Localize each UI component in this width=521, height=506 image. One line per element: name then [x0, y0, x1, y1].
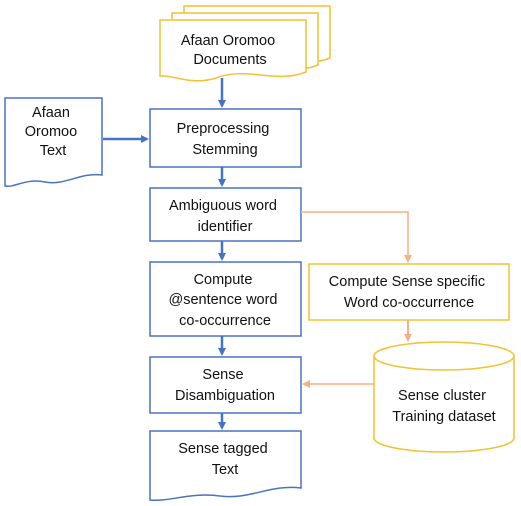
compute-sense-label-line-2: Word co-occurrence [344, 295, 474, 311]
input-text-node: Afaan Oromoo Text [4, 97, 103, 187]
compute-sentence-label: Compute @sentence word co-occurrence [168, 272, 281, 329]
training-dataset-label-line-2: Training dataset [392, 409, 495, 425]
documents-label: Afaan Oromoo Documents [181, 33, 279, 68]
compute-sense-label: Compute Sense specific Word co-occurrenc… [329, 274, 489, 311]
tagged-text-label: Sense tagged Text [178, 441, 272, 478]
ambiguous-node: Ambiguous word identifier [149, 187, 302, 242]
disambiguation-node: Sense Disambiguation [149, 356, 302, 414]
input-text-label-line-1: Afaan [32, 105, 70, 121]
training-dataset-node: Sense cluster Training dataset [373, 341, 515, 453]
ambiguous-label-line-2: identifier [198, 219, 253, 235]
preprocessing-label-line-2: Stemming [192, 142, 257, 158]
ambiguous-label: Ambiguous word identifier [169, 198, 281, 235]
preprocessing-node: Preprocessing Stemming [149, 108, 302, 168]
documents-label-line-1: Afaan Oromoo [181, 33, 275, 49]
ambiguous-label-line-1: Ambiguous word [169, 198, 277, 214]
tagged-text-label-line-2: Text [212, 462, 239, 478]
compute-sense-label-line-1: Compute Sense specific [329, 274, 485, 290]
compute-sentence-label-line-1: Compute [194, 272, 253, 288]
preprocessing-label-line-1: Preprocessing [177, 121, 270, 137]
training-dataset-label: Sense cluster Training dataset [392, 388, 495, 425]
tagged-text-label-line-1: Sense tagged [178, 441, 268, 457]
disambiguation-label: Sense Disambiguation [175, 367, 275, 404]
compute-sentence-label-line-2: @sentence word [168, 292, 277, 308]
arrow-ambiguous-to-compute-sense [301, 211, 412, 263]
preprocessing-label: Preprocessing Stemming [177, 121, 274, 158]
tagged-text-node: Sense tagged Text [149, 430, 302, 502]
input-text-label-line-3: Text [40, 143, 67, 159]
compute-sentence-node: Compute @sentence word co-occurrence [149, 261, 302, 337]
disambiguation-label-line-1: Sense [202, 367, 243, 383]
training-dataset-label-line-1: Sense cluster [398, 388, 486, 404]
compute-sense-node: Compute Sense specific Word co-occurrenc… [308, 263, 510, 321]
input-text-label-line-2: Oromoo [25, 124, 77, 140]
compute-sentence-label-line-3: co-occurrence [179, 313, 271, 329]
documents-label-line-2: Documents [193, 52, 266, 68]
disambiguation-label-line-2: Disambiguation [175, 388, 275, 404]
input-text-label: Afaan Oromoo Text [25, 105, 81, 159]
documents-node: Afaan Oromoo Documents [159, 5, 331, 82]
